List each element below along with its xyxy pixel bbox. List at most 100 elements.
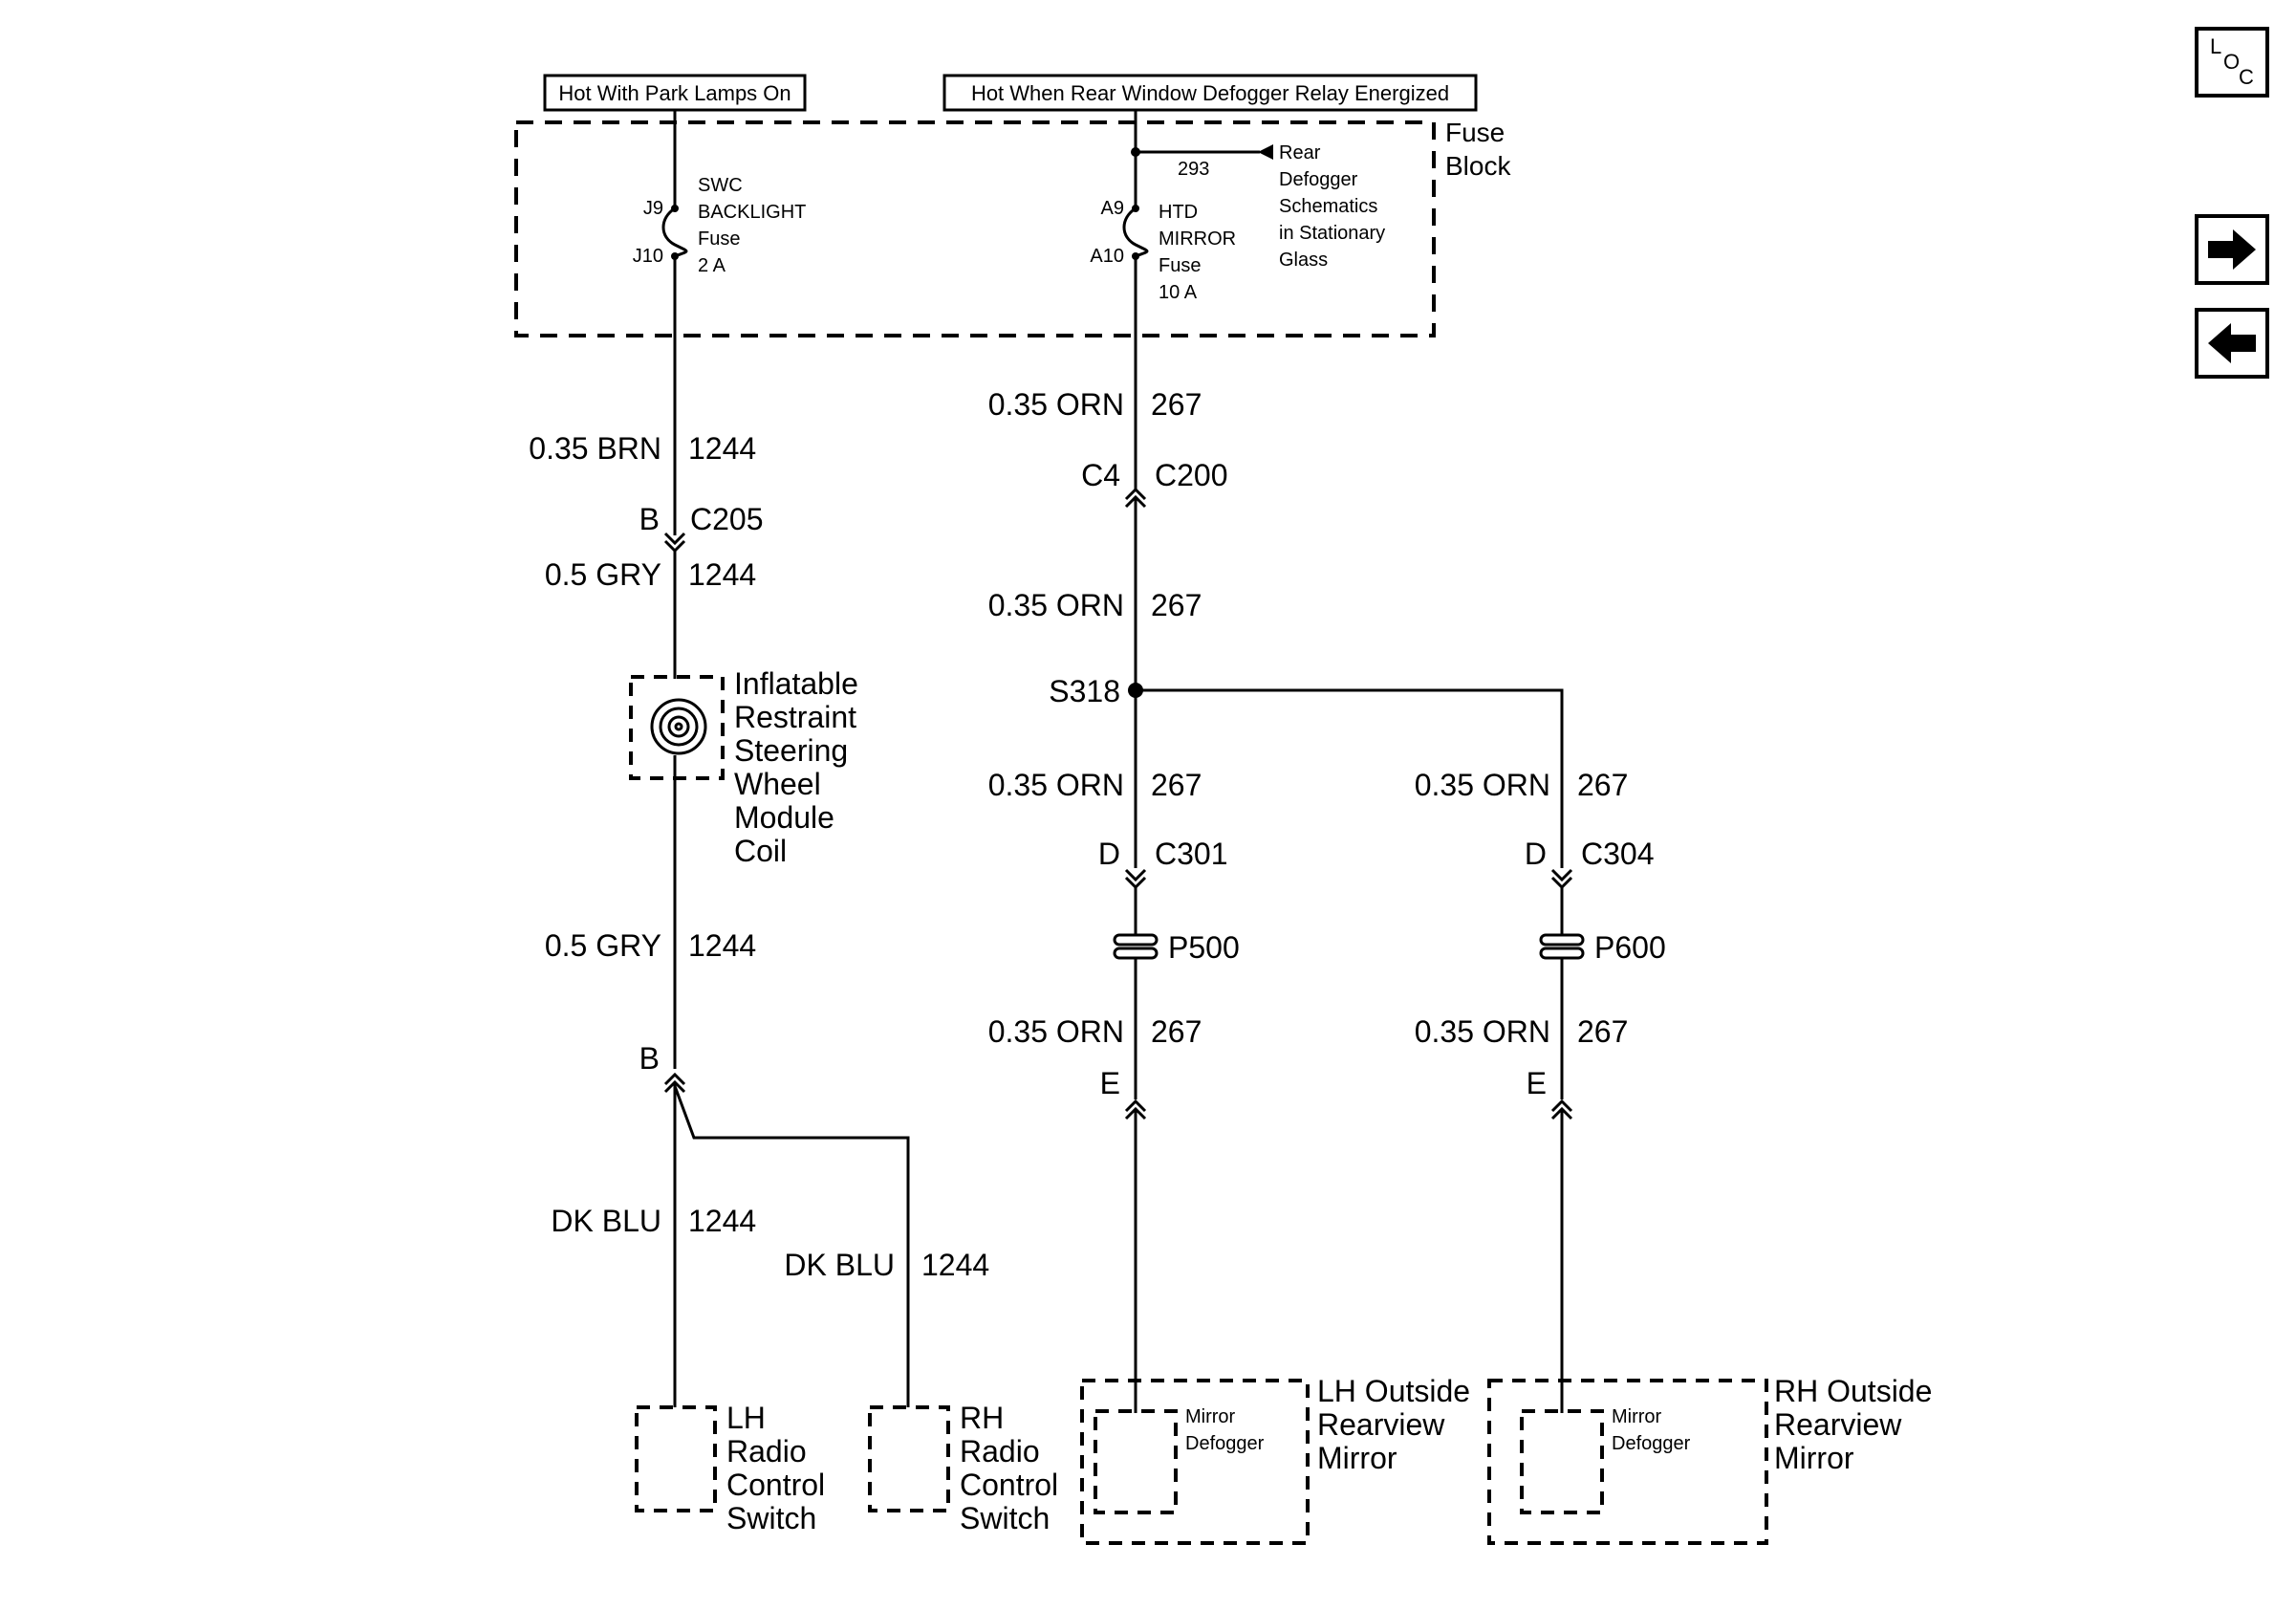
swc-fuse-line-2: BACKLIGHT [698, 202, 806, 223]
arrow-right-icon [2208, 229, 2256, 270]
swc-fuse-line-1: SWC [698, 175, 743, 196]
left-wire5-circuit: 1244 [921, 1248, 989, 1282]
left-wire5-size: DK BLU [784, 1248, 895, 1282]
htd-fuse-line-4: 10 A [1159, 282, 1198, 303]
rh-switch-line-1: RH [960, 1401, 1004, 1435]
left-wire4-circuit: 1244 [688, 1204, 756, 1238]
loc-letter-c: C [2239, 65, 2254, 89]
left-wire2-size: 0.5 GRY [545, 557, 661, 592]
coil-line-2: Restraint [734, 700, 856, 734]
c205-pin: B [639, 502, 660, 536]
forward-button[interactable] [2195, 214, 2269, 285]
p500-grommet-icon [1113, 933, 1159, 960]
c205-name: C205 [690, 502, 764, 536]
ref-line-5: Glass [1279, 250, 1328, 271]
rh-outside-mirror-box [1487, 1379, 1768, 1545]
c304-pin: D [1525, 837, 1547, 871]
fuse-block-label-2: Block [1445, 151, 1511, 181]
c205-connector-icon [663, 532, 686, 554]
rh-wire1-size: 0.35 ORN [1415, 768, 1550, 802]
lh-wire2-circuit: 267 [1151, 1014, 1202, 1049]
lh-outer-line-1: LH Outside [1317, 1374, 1470, 1408]
coil-module-box [629, 675, 725, 780]
rh-switch-line-4: Switch [960, 1501, 1050, 1535]
lh-switch-line-1: LH [726, 1401, 766, 1435]
left-wire3-circuit: 1244 [688, 928, 756, 963]
rh-wire2-size: 0.35 ORN [1415, 1014, 1550, 1049]
lh-inner-line-2: Defogger [1185, 1433, 1265, 1454]
ref-293-circuit: 293 [1178, 159, 1209, 180]
fuse-block-label-1: Fuse [1445, 118, 1505, 147]
rh-mirror-defogger-box [1520, 1409, 1604, 1514]
loc-letter-o: O [2223, 50, 2240, 74]
coil-line-5: Module [734, 800, 834, 835]
lh-wire1-size: 0.35 ORN [988, 768, 1124, 802]
lh-outside-mirror-box [1080, 1379, 1310, 1545]
rh-switch-line-2: Radio [960, 1434, 1040, 1469]
ref-line-3: Schematics [1279, 196, 1377, 217]
loc-letter-l: L [2210, 34, 2221, 58]
c304-name: C304 [1581, 837, 1655, 871]
left-wire3-size: 0.5 GRY [545, 928, 661, 963]
mirror-wire2-size: 0.35 ORN [988, 588, 1124, 622]
p500-label: P500 [1168, 930, 1240, 965]
rh-wire2-circuit: 267 [1577, 1014, 1628, 1049]
coil-spiral-icon [650, 698, 707, 755]
htd-fuse-line-1: HTD [1159, 202, 1198, 223]
lh-switch-line-4: Switch [726, 1501, 816, 1535]
c301-pin: D [1098, 837, 1120, 871]
coil-line-6: Coil [734, 834, 787, 868]
ref-line-4: in Stationary [1279, 223, 1385, 244]
rh-outer-line-1: RH Outside [1774, 1374, 1932, 1408]
defogger-relay-banner [942, 74, 1478, 112]
lh-switch-line-2: Radio [726, 1434, 807, 1469]
ref-293-arrow-icon [1258, 144, 1273, 160]
loc-button[interactable]: L O C [2195, 27, 2269, 98]
p600-grommet-icon [1539, 933, 1585, 960]
rh-inner-line-2: Defogger [1612, 1433, 1691, 1454]
lh-radio-switch-box [635, 1405, 717, 1512]
swc-fuse-line-3: Fuse [698, 228, 740, 250]
rh-radio-switch-box [868, 1405, 950, 1512]
lh-conn2-pin: E [1100, 1066, 1120, 1100]
swc-fuse-icon [661, 207, 688, 258]
fuse-block-box [514, 120, 1436, 337]
lh-mirror-defogger-box [1094, 1409, 1178, 1514]
htd-fuse-pin-top-label: A9 [1101, 198, 1124, 219]
s318-label: S318 [1049, 674, 1120, 708]
splice-to-rh-wire [1136, 688, 1564, 868]
lh-outer-line-2: Rearview [1317, 1407, 1445, 1442]
left-conn2-pin: B [639, 1041, 660, 1076]
c301-connector-icon [1124, 868, 1147, 890]
rh-wire1-circuit: 267 [1577, 768, 1628, 802]
lh-outer-line-3: Mirror [1317, 1441, 1397, 1475]
swc-fuse-line-4: 2 A [698, 255, 726, 276]
arrow-left-icon [2208, 323, 2256, 363]
htd-fuse-icon [1122, 207, 1149, 258]
park-lamps-banner-text: Hot With Park Lamps On [558, 81, 791, 105]
coil-line-3: Steering [734, 733, 848, 768]
c200-pin: C4 [1081, 458, 1120, 492]
lh-wire1-circuit: 267 [1151, 768, 1202, 802]
rh-inner-line-1: Mirror [1612, 1406, 1662, 1427]
htd-fuse-pin-bottom-label: A10 [1090, 246, 1124, 267]
defogger-relay-banner-text: Hot When Rear Window Defogger Relay Ener… [971, 81, 1449, 105]
c301-name: C301 [1155, 837, 1228, 871]
left-wire2-circuit: 1244 [688, 557, 756, 592]
back-button[interactable] [2195, 308, 2269, 379]
ref-line-1: Rear [1279, 142, 1321, 163]
mirror-wire1-size: 0.35 ORN [988, 387, 1124, 422]
ref-line-2: Defogger [1279, 169, 1358, 190]
htd-fuse-line-3: Fuse [1159, 255, 1201, 276]
mirror-wire1-circuit: 267 [1151, 387, 1202, 422]
left-wire1-size: 0.35 BRN [529, 431, 661, 466]
left-wire4-size: DK BLU [551, 1204, 661, 1238]
mirror-wire2-circuit: 267 [1151, 588, 1202, 622]
coil-line-4: Wheel [734, 767, 821, 801]
rh-switch-line-3: Control [960, 1468, 1058, 1502]
lh-switch-line-3: Control [726, 1468, 825, 1502]
c200-name: C200 [1155, 458, 1228, 492]
rh-switch-wire [673, 1085, 910, 1407]
rh-outer-line-3: Mirror [1774, 1441, 1854, 1475]
htd-fuse-line-2: MIRROR [1159, 228, 1236, 250]
